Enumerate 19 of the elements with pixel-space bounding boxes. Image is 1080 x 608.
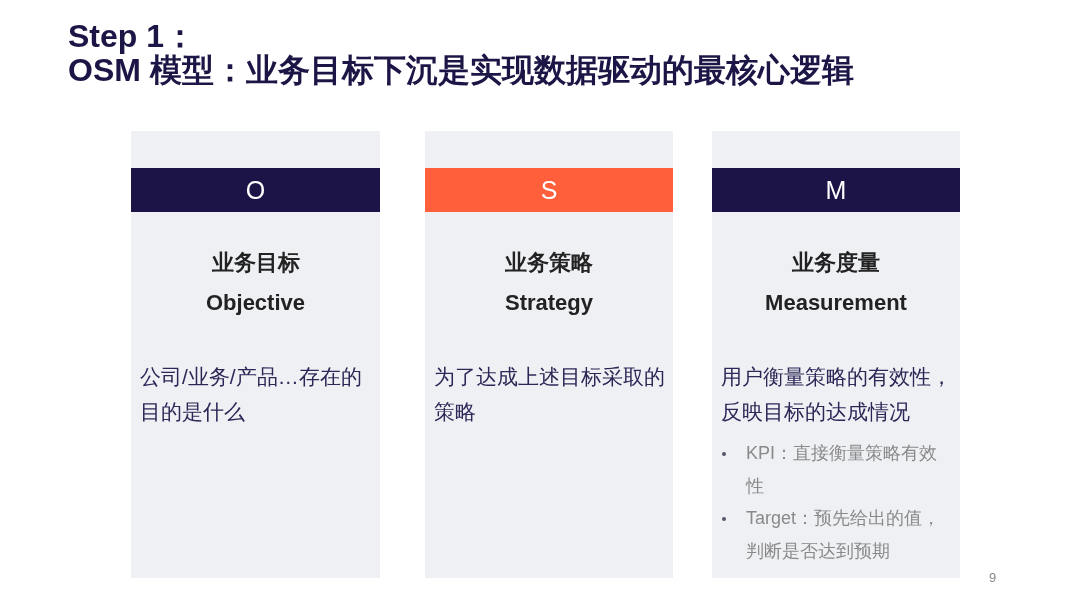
- card-heading: 业务策略: [505, 249, 593, 277]
- card-subheading: Objective: [205, 289, 305, 317]
- page-number: 9: [989, 570, 997, 585]
- slide-title: Step 1： OSM 模型：业务目标下沉是实现数据驱动的最核心逻辑: [68, 19, 854, 87]
- card-panel: [425, 131, 673, 578]
- card-subheading: Strategy: [504, 289, 593, 317]
- card-description: 为了达成上述目标采取的策略: [434, 364, 666, 425]
- card-subheading: Measurement: [765, 289, 907, 317]
- card-panel: [712, 131, 960, 578]
- card-heading: 业务度量: [792, 249, 880, 277]
- card-heading: 业务目标: [211, 249, 300, 277]
- header-band: S: [425, 168, 673, 212]
- header-band: O: [131, 168, 380, 212]
- bullet-text: KPI：直接衡量策略有效性: [746, 442, 938, 498]
- card-description: 公司/业务/产品…存在的目的是什么: [140, 364, 363, 425]
- card-panel: [131, 131, 380, 578]
- header-band: M: [712, 168, 960, 212]
- bullet-text: Target：预先给出的值，判断是否达到预期: [746, 507, 942, 563]
- card-description: 用户衡量策略的有效性，反映目标的达成情况: [721, 364, 953, 425]
